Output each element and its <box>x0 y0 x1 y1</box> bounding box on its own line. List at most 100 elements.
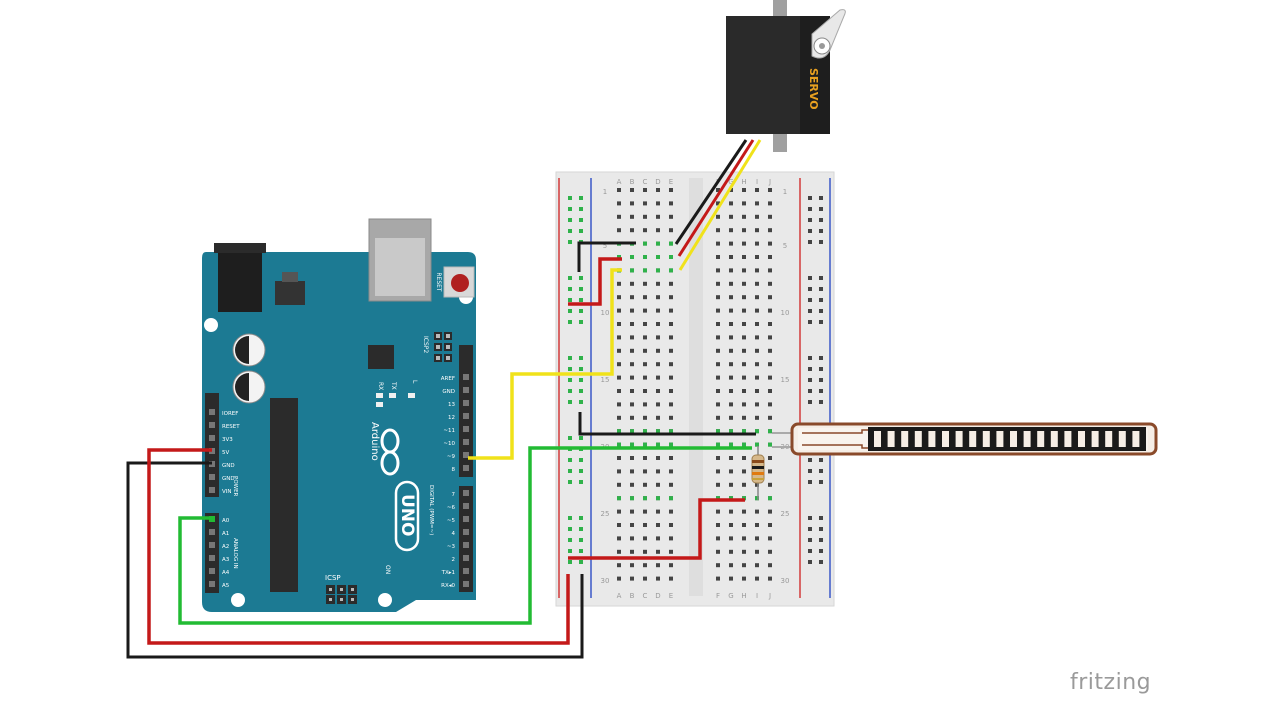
breadboard-hole-active <box>716 429 720 434</box>
analog-pin-socket <box>209 542 215 548</box>
icsp-pin-tip <box>329 598 332 601</box>
analog-pin-label: A4 <box>222 570 230 576</box>
rail-hole <box>808 378 812 382</box>
icsp2-pin-tip <box>446 345 450 349</box>
rail-hole <box>579 527 583 531</box>
breadboard-hole <box>729 241 733 246</box>
digital-pin-socket <box>463 374 469 380</box>
resistor-band-4 <box>752 478 764 480</box>
analog-pin-label: A1 <box>222 531 229 537</box>
breadboard-hole <box>630 482 634 487</box>
breadboard-hole <box>716 255 720 259</box>
breadboard-hole <box>617 536 621 541</box>
column-label-a: A <box>617 178 622 186</box>
rail-hole <box>579 276 583 280</box>
rail-hole <box>579 378 583 382</box>
flex-sensor-segment <box>969 431 977 447</box>
breadboard-hole <box>768 549 772 554</box>
breadboard-hole <box>755 536 759 541</box>
breadboard-hole <box>755 335 759 340</box>
breadboard-hole-active <box>656 255 660 259</box>
breadboard-hole <box>656 402 660 407</box>
breadboard-hole <box>643 523 647 527</box>
breadboard-hole <box>617 509 621 514</box>
flex-sensor-segment <box>1118 431 1126 447</box>
analog-header <box>205 513 219 593</box>
breadboard-hole <box>643 308 647 313</box>
icsp2-pin-tip <box>446 356 450 360</box>
breadboard-hole <box>716 295 720 300</box>
analog-label: ANALOG IN <box>232 538 238 569</box>
rail-hole <box>568 356 572 360</box>
column-label-e: E <box>669 178 673 186</box>
rail-hole <box>819 240 823 244</box>
breadboard-hole-active <box>729 496 733 501</box>
breadboard-hole <box>617 389 621 393</box>
rail-hole <box>568 298 572 302</box>
on-led <box>408 393 415 398</box>
breadboard-hole <box>742 308 746 313</box>
rail-hole <box>819 218 823 222</box>
breadboard-hole <box>716 509 720 514</box>
breadboard-hole <box>669 482 673 487</box>
breadboard-hole <box>656 322 660 326</box>
rail-hole <box>808 527 812 531</box>
breadboard-hole <box>617 214 621 219</box>
digital-pin-label: 12 <box>448 415 455 421</box>
flex-sensor-trace <box>802 429 870 449</box>
breadboard-hole <box>729 322 733 326</box>
breadboard-hole <box>630 308 634 313</box>
breadboard-hole <box>630 201 634 206</box>
rail-hole <box>568 229 572 233</box>
icsp-pin-tip <box>351 588 354 591</box>
breadboard-hole <box>716 214 720 219</box>
breadboard-hole <box>630 295 634 300</box>
breadboard-hole <box>742 201 746 206</box>
breadboard-hole <box>643 362 647 367</box>
breadboard-hole <box>656 281 660 286</box>
breadboard-hole <box>617 335 621 340</box>
breadboard-hole <box>669 469 673 474</box>
l-led <box>376 402 383 407</box>
breadboard-hole-active <box>656 496 660 501</box>
breadboard-hole-active <box>669 241 673 246</box>
rail-hole <box>819 207 823 211</box>
breadboard-hole <box>716 241 720 246</box>
rail-hole <box>568 480 572 484</box>
power-pin-label: GND <box>222 476 235 482</box>
flex-sensor-segment <box>1078 431 1085 447</box>
breadboard-hole <box>669 308 673 313</box>
breadboard-hole <box>755 241 759 246</box>
column-label-g-bottom: G <box>728 592 733 600</box>
breadboard-hole <box>630 322 634 326</box>
flex-sensor-segment <box>1050 431 1058 447</box>
resistor-band-2 <box>752 466 764 469</box>
rail-hole <box>808 356 812 360</box>
breadboard-hole <box>768 482 772 487</box>
power-pin-label: 3V3 <box>222 437 233 443</box>
capacitor-2-mark <box>235 373 249 401</box>
breadboard-hole <box>716 308 720 313</box>
breadboard-hole <box>617 295 621 300</box>
breadboard-hole <box>617 402 621 407</box>
rail-hole <box>568 218 572 222</box>
usb-chip <box>368 345 394 369</box>
breadboard-hole <box>729 255 733 259</box>
rail-hole <box>579 549 583 553</box>
rail-hole <box>808 276 812 280</box>
breadboard-hole <box>656 201 660 206</box>
rail-hole <box>808 207 812 211</box>
digital-header-bottom <box>459 486 473 592</box>
column-label-f-bottom: F <box>716 592 720 600</box>
column-label-j: J <box>768 178 771 186</box>
breadboard-hole <box>630 348 634 353</box>
breadboard-hole <box>656 576 660 581</box>
rail-hole <box>819 549 823 553</box>
breadboard-hole <box>755 523 759 527</box>
breadboard-hole <box>643 415 647 420</box>
breadboard-hole-active <box>656 241 660 246</box>
breadboard-hole <box>643 375 647 380</box>
digital-pin-label: GND <box>442 389 455 395</box>
resistor-band-3 <box>752 472 764 475</box>
